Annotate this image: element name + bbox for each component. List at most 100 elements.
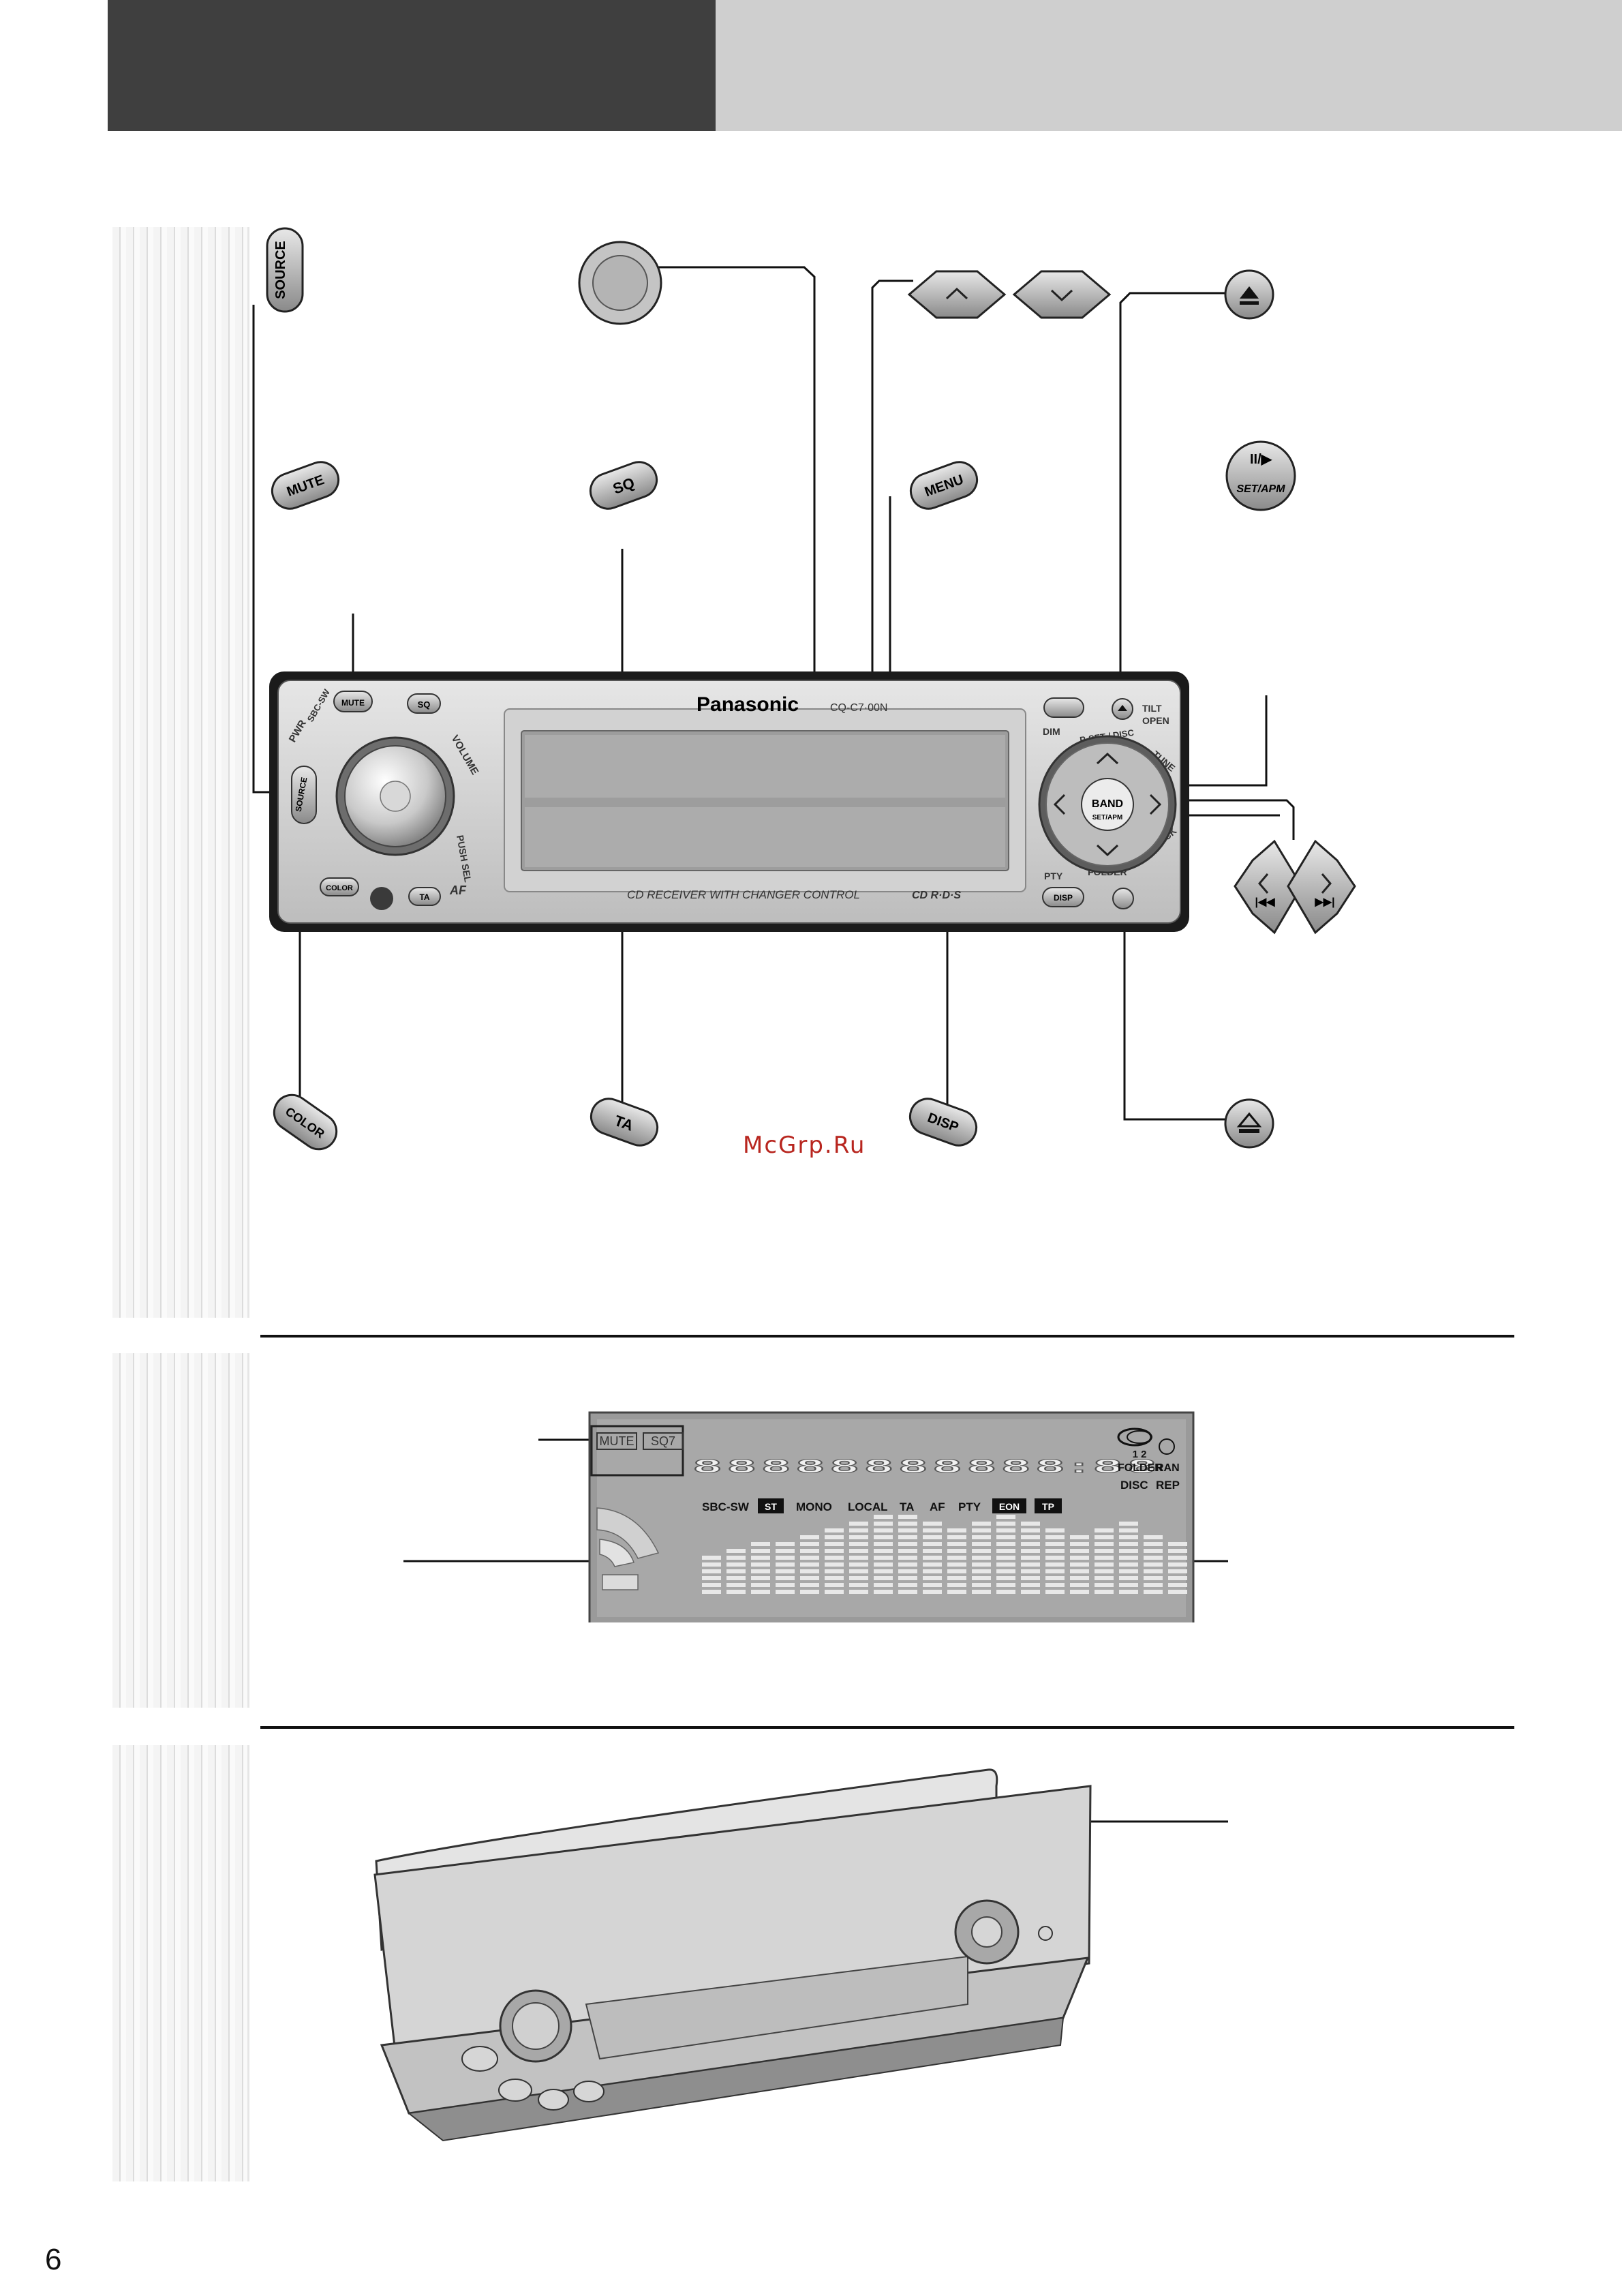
spectrum-bar-segment [825, 1549, 844, 1553]
faceplate-menu-button[interactable] [1043, 697, 1084, 718]
spectrum-bar-segment [1095, 1528, 1114, 1532]
pause-play-set-apm-button-callout[interactable]: II/▶ SET/APM [1225, 440, 1296, 511]
faceplate-joystick[interactable]: BAND SET/APM [1038, 735, 1177, 874]
spectrum-bar-segment [825, 1528, 844, 1532]
section-stripe-display [112, 1353, 249, 1708]
rep-indicator: REP [1156, 1479, 1180, 1492]
disp-button-callout[interactable]: DISP [905, 1093, 981, 1150]
faceplate-ta-button[interactable]: TA [408, 887, 441, 906]
tilt-label: TILT [1142, 703, 1162, 714]
sq-button-callout[interactable]: SQ [585, 457, 662, 513]
spectrum-bar-segment [898, 1549, 917, 1553]
up-arrow-icon-callout[interactable] [907, 270, 1007, 319]
page-number: 6 [45, 2243, 62, 2276]
faceplate-source-button[interactable]: SOURCE [291, 766, 317, 824]
band-label: BAND [1092, 798, 1123, 810]
spectrum-bar-segment [996, 1576, 1015, 1580]
svg-text:COLOR: COLOR [326, 884, 353, 892]
spectrum-bar-segment [1045, 1590, 1065, 1594]
spectrum-bar-segment [1144, 1590, 1163, 1594]
spectrum-bar-segment [1144, 1535, 1163, 1539]
spectrum-bar-segment [726, 1576, 746, 1580]
tp-indicator: TP [1042, 1501, 1054, 1512]
spectrum-bar-segment [849, 1576, 868, 1580]
spectrum-bar-segment [825, 1576, 844, 1580]
spectrum-bar-segment [1144, 1542, 1163, 1546]
spectrum-bar-segment [1045, 1528, 1065, 1532]
faceplate-sq-button[interactable]: SQ [407, 693, 441, 714]
control-diagram: SOURCE MUTE SQ MENU II/▶ SET/APM |◀◀ [252, 227, 1356, 1156]
spectrum-bar-segment [800, 1576, 819, 1580]
spectrum-bar-segment [1045, 1576, 1065, 1580]
spectrum-bar-segment [1168, 1590, 1187, 1594]
spectrum-bar-segment [972, 1576, 991, 1580]
faceplate-mute-button[interactable]: MUTE [333, 691, 373, 712]
spectrum-bar-segment [874, 1569, 893, 1573]
spectrum-bar-segment [923, 1522, 942, 1526]
spectrum-bar-segment [776, 1576, 795, 1580]
faceplate-color-button[interactable]: COLOR [320, 877, 359, 896]
spectrum-bar-segment [776, 1590, 795, 1594]
release-button-callout[interactable] [1224, 1098, 1274, 1149]
faceplate-release-button[interactable] [1112, 888, 1134, 909]
spectrum-bar-segment [1095, 1535, 1114, 1539]
spectrum-bar-segment [1095, 1583, 1114, 1587]
spectrum-bar-segment [776, 1562, 795, 1567]
spectrum-bar-segment [1070, 1590, 1089, 1594]
spectrum-bar-segment [947, 1556, 966, 1560]
spectrum-bar-segment [1021, 1535, 1040, 1539]
section-divider-1 [260, 1335, 1514, 1338]
pty-indicator: PTY [958, 1500, 981, 1513]
spectrum-bar-segment [874, 1528, 893, 1532]
spectrum-bar-segment [1095, 1542, 1114, 1546]
spectrum-bar-segment [1119, 1542, 1138, 1546]
down-arrow-icon-callout[interactable] [1012, 270, 1112, 319]
faceplate-eject-button[interactable] [1112, 698, 1133, 720]
spectrum-bar-segment [776, 1556, 795, 1560]
af-label: AF [449, 883, 467, 897]
section-stripe-faceplate [112, 1745, 249, 2181]
spectrum-bar-segment [726, 1562, 746, 1567]
dim-label: DIM [1043, 726, 1060, 737]
ta-indicator: TA [900, 1500, 914, 1513]
cd-changer-icon [1117, 1428, 1152, 1447]
mono-indicator: MONO [796, 1500, 832, 1513]
spectrum-bar-segment [1095, 1562, 1114, 1567]
spectrum-bar-segment [947, 1528, 966, 1532]
spectrum-bar-segment [996, 1590, 1015, 1594]
spectrum-bar-segment [972, 1583, 991, 1587]
faceplate-disp-button[interactable]: DISP [1042, 887, 1084, 907]
color-button-callout[interactable]: COLOR [267, 1088, 343, 1156]
spectrum-bar-segment [726, 1583, 746, 1587]
prev-track-button-callout[interactable]: |◀◀ [1234, 839, 1303, 935]
spectrum-bar-segment [776, 1542, 795, 1546]
spectrum-bar-segment [825, 1556, 844, 1560]
spectrum-bar-segment [923, 1583, 942, 1587]
eject-button-callout[interactable] [1224, 269, 1274, 320]
source-button-callout[interactable]: SOURCE [266, 227, 304, 313]
ta-button-callout[interactable]: TA [586, 1093, 662, 1150]
spectrum-bar-segment [1021, 1576, 1040, 1580]
model-label: CQ-C7·00N [830, 702, 887, 714]
disc-icon [1159, 1438, 1175, 1455]
spectrum-bar-segment [874, 1556, 893, 1560]
mute-button-callout[interactable]: MUTE [267, 457, 343, 513]
next-track-button-callout[interactable]: ▶▶| [1287, 839, 1356, 935]
faceplate-volume-knob[interactable] [335, 736, 455, 856]
open-label: OPEN [1142, 715, 1169, 726]
menu-button-callout[interactable]: MENU [906, 457, 982, 513]
spectrum-bar-segment [947, 1535, 966, 1539]
spectrum-bar-segment [1119, 1576, 1138, 1580]
spectrum-bar-segment [825, 1562, 844, 1567]
spectrum-bar-segment [923, 1576, 942, 1580]
volume-knob-callout[interactable] [578, 241, 662, 325]
level-meter-graphic [596, 1507, 660, 1590]
spectrum-bar-segment [702, 1576, 721, 1580]
spectrum-bar-segment [1045, 1569, 1065, 1573]
set-apm-label: SET/APM [1236, 483, 1285, 495]
spectrum-bar-segment [898, 1583, 917, 1587]
spectrum-bar-segment [1095, 1576, 1114, 1580]
spectrum-bar-segment [849, 1590, 868, 1594]
spectrum-bar-segment [898, 1528, 917, 1532]
spectrum-bar-segment [947, 1542, 966, 1546]
